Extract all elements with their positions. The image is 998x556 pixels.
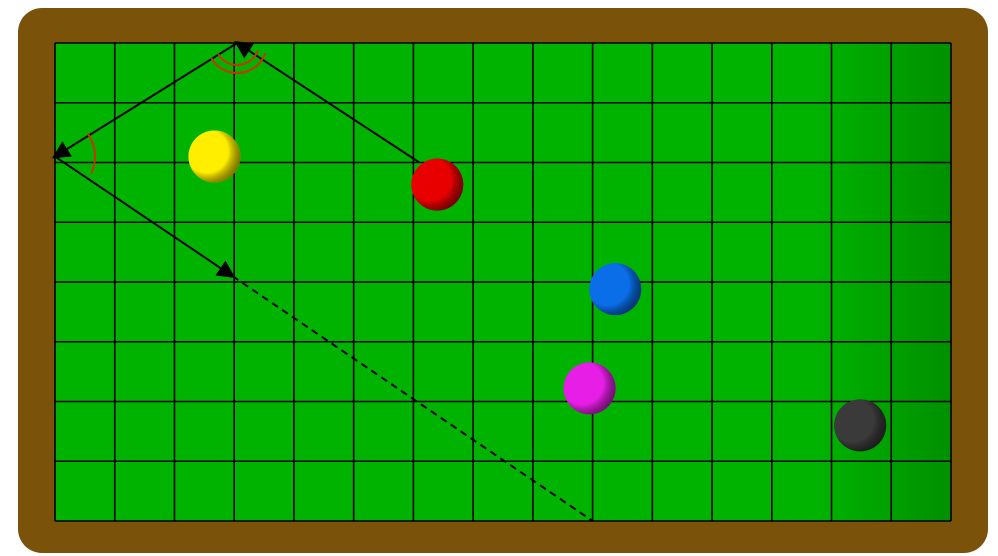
blue-ball-shading <box>589 263 641 315</box>
red-ball-shading <box>411 159 463 211</box>
magenta-ball-shading <box>564 362 616 414</box>
black-ball-shading <box>834 399 886 451</box>
yellow-ball-shading <box>188 131 240 183</box>
